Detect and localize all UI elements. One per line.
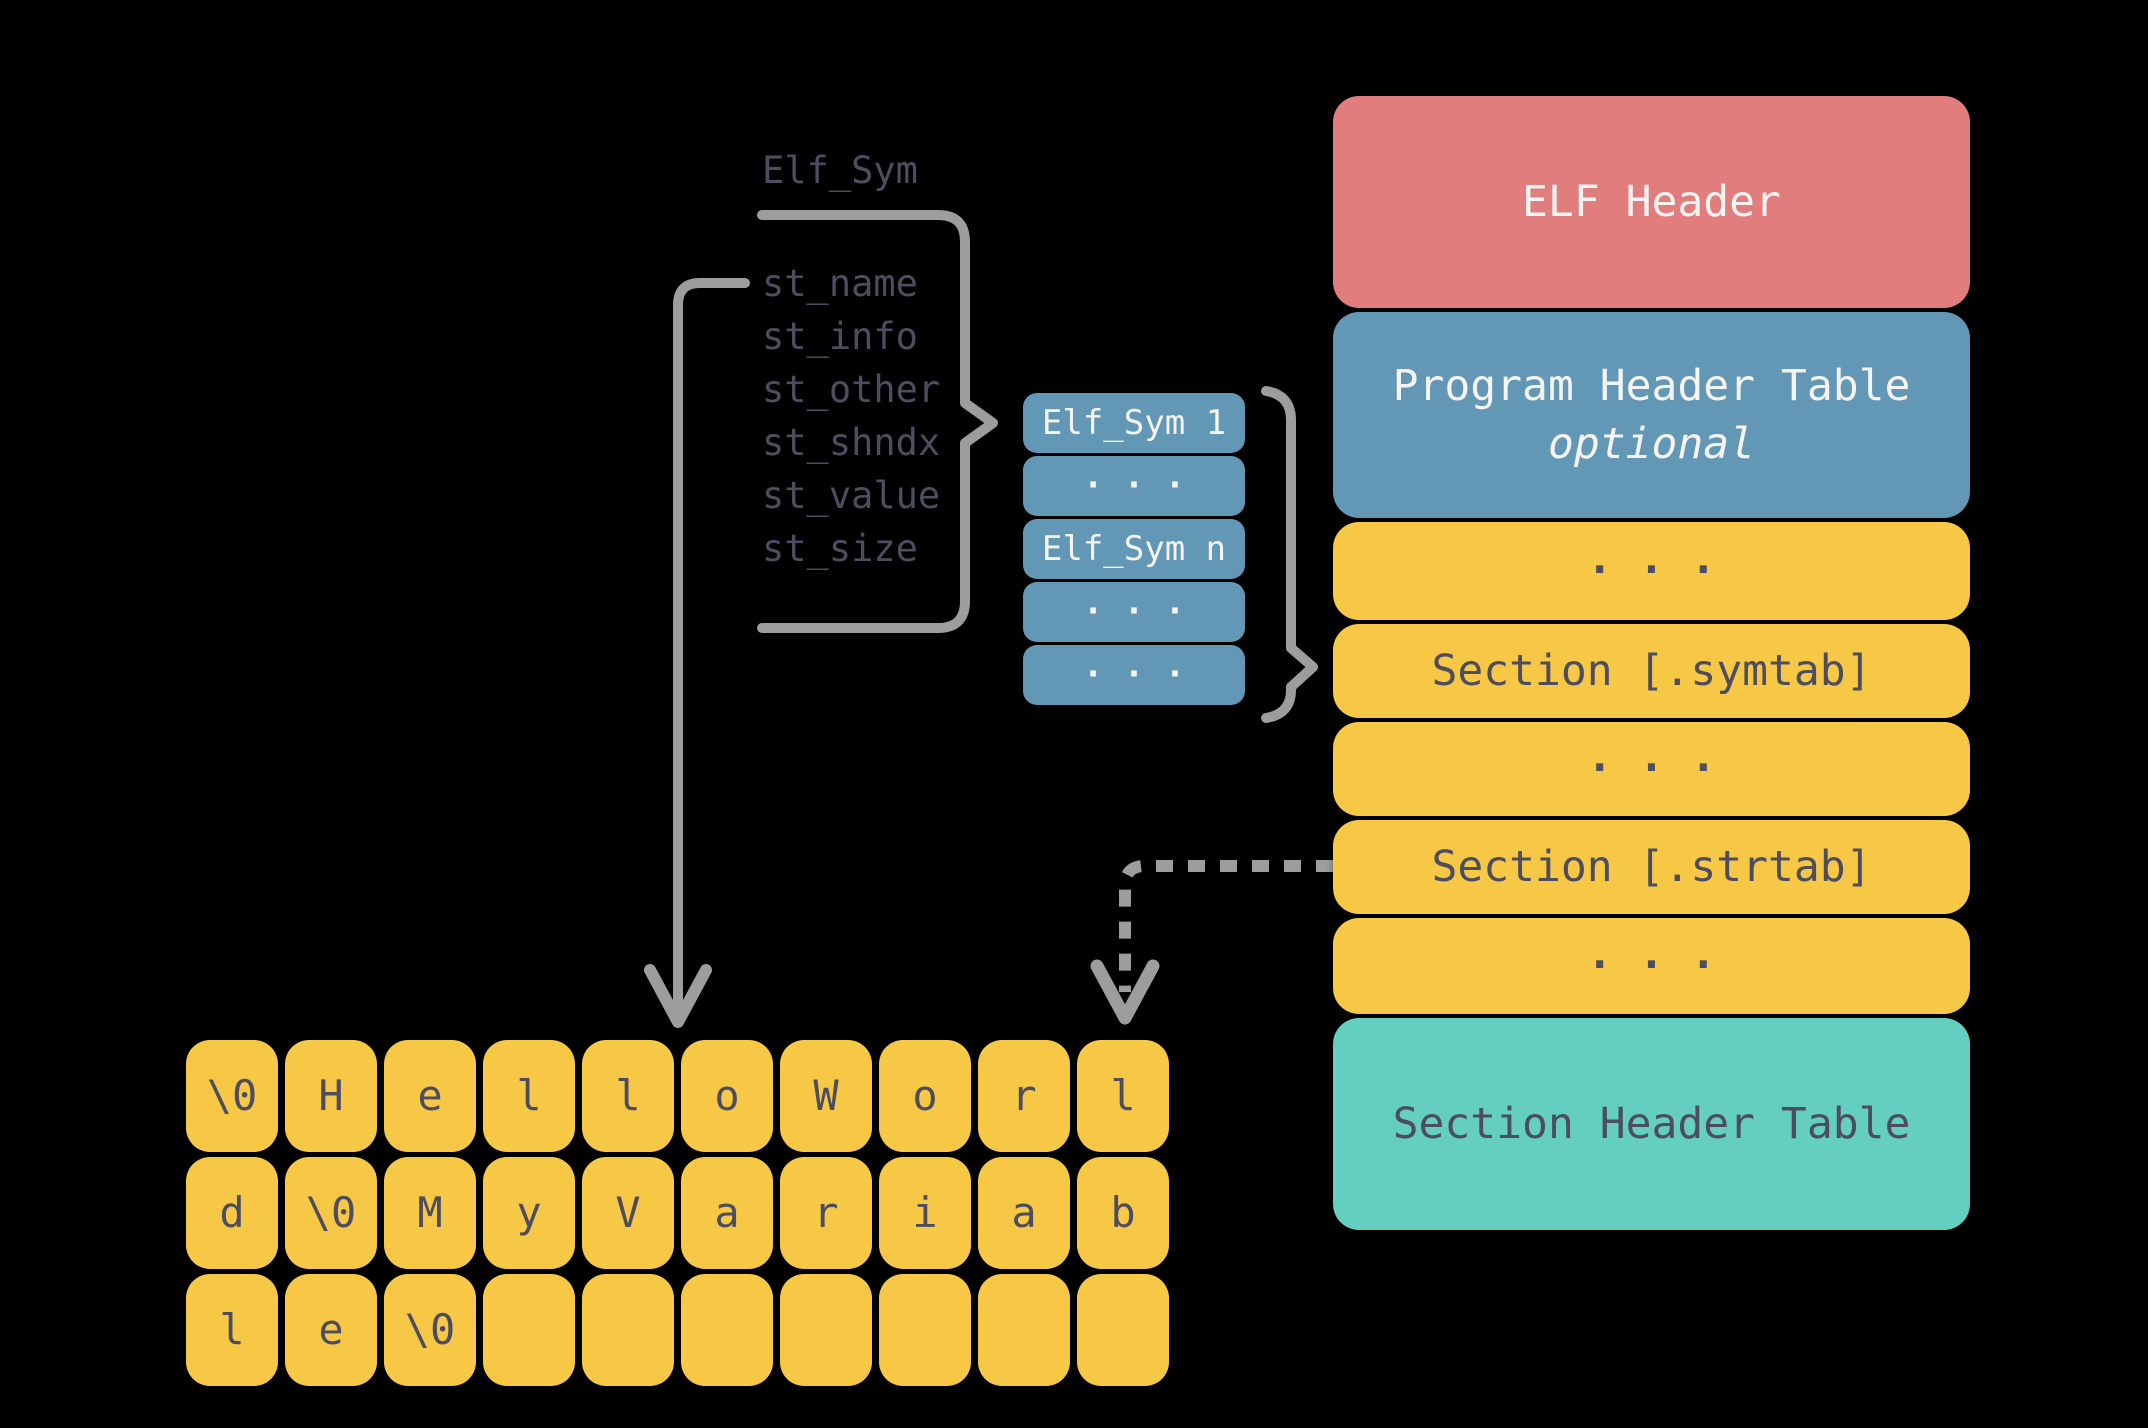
symtab-entry-first: Elf_Sym 1 xyxy=(1023,393,1245,453)
string-table-cell: b xyxy=(1077,1157,1169,1269)
section-symtab-box: Section [.symtab] xyxy=(1333,624,1970,718)
box-label: Section [.strtab] xyxy=(1431,841,1872,892)
section-header-table-box: Section Header Table xyxy=(1333,1018,1970,1230)
string-table-cell xyxy=(582,1274,674,1386)
string-table-cell: W xyxy=(780,1040,872,1152)
field-st-size: st_size xyxy=(762,527,918,570)
strtab-to-string-table-dotted-arrow xyxy=(1090,860,1333,1025)
st-name-to-string-table-arrow xyxy=(644,278,750,1028)
string-table-cell: \0 xyxy=(186,1040,278,1152)
string-table-cell: V xyxy=(582,1157,674,1269)
elf-sym-field-list: st_name st_info st_other st_shndx st_val… xyxy=(762,257,940,575)
box-label: Section [.symtab] xyxy=(1431,645,1872,696)
arrowhead-down-icon xyxy=(1090,959,1160,1025)
symtab-entry-ellipsis: . . . xyxy=(1023,645,1245,705)
box-label: ELF Header xyxy=(1522,176,1781,227)
string-table-cell xyxy=(780,1274,872,1386)
box-sublabel-optional: optional xyxy=(1547,419,1756,469)
symtab-entry-label: Elf_Sym 1 xyxy=(1041,403,1227,443)
string-table-cell: \0 xyxy=(285,1157,377,1269)
string-table: \0 H e l l o W o r l d \0 M y V a r i a … xyxy=(186,1040,1169,1386)
string-table-cell xyxy=(978,1274,1070,1386)
sections-ellipsis-box: . . . xyxy=(1333,722,1970,816)
ellipsis-dots: . . . xyxy=(1586,533,1717,584)
string-table-cell: \0 xyxy=(384,1274,476,1386)
arrowhead-down-icon xyxy=(644,964,712,1028)
string-table-cell xyxy=(1077,1274,1169,1386)
elf-sym-struct-title: Elf_Sym xyxy=(762,149,918,192)
field-st-other: st_other xyxy=(762,368,941,411)
ellipsis-dots: . . . xyxy=(1082,456,1186,497)
ellipsis-dots: . . . xyxy=(1586,731,1717,782)
symtab-entry-ellipsis: . . . xyxy=(1023,456,1245,516)
elf-header-box: ELF Header xyxy=(1333,96,1970,308)
string-table-cell: a xyxy=(681,1157,773,1269)
sections-ellipsis-box: . . . xyxy=(1333,918,1970,1014)
section-strtab-box: Section [.strtab] xyxy=(1333,820,1970,914)
box-label: Program Header Table xyxy=(1392,360,1911,411)
symtab-entry-label: Elf_Sym n xyxy=(1041,529,1227,569)
field-st-value: st_value xyxy=(762,474,941,517)
field-st-shndx: st_shndx xyxy=(762,421,941,464)
string-table-cell: e xyxy=(285,1274,377,1386)
string-table-cell: r xyxy=(978,1040,1070,1152)
string-table-cell: a xyxy=(978,1157,1070,1269)
sections-ellipsis-box: . . . xyxy=(1333,522,1970,620)
program-header-table-box: Program Header Table optional xyxy=(1333,312,1970,518)
string-table-cell: H xyxy=(285,1040,377,1152)
string-table-cell: l xyxy=(1077,1040,1169,1152)
field-st-info: st_info xyxy=(762,315,918,358)
ellipsis-dots: . . . xyxy=(1082,582,1186,623)
string-table-cell: M xyxy=(384,1157,476,1269)
string-table-cell: e xyxy=(384,1040,476,1152)
string-table-cell xyxy=(681,1274,773,1386)
symtab-brace xyxy=(1261,386,1318,723)
string-table-cell: d xyxy=(186,1157,278,1269)
string-table-cell: i xyxy=(879,1157,971,1269)
ellipsis-dots: . . . xyxy=(1586,928,1717,979)
string-table-cell: r xyxy=(780,1157,872,1269)
string-table-cell xyxy=(879,1274,971,1386)
string-table-cell: l xyxy=(483,1040,575,1152)
symtab-entry-nth: Elf_Sym n xyxy=(1023,519,1245,579)
string-table-cell: o xyxy=(681,1040,773,1152)
string-table-cell: o xyxy=(879,1040,971,1152)
string-table-cell xyxy=(483,1274,575,1386)
string-table-cell: l xyxy=(186,1274,278,1386)
symtab-entry-ellipsis: . . . xyxy=(1023,582,1245,642)
string-table-cell: l xyxy=(582,1040,674,1152)
symtab-entries-stack: Elf_Sym 1 . . . Elf_Sym n . . . . . . xyxy=(1023,393,1245,705)
string-table-cell: y xyxy=(483,1157,575,1269)
box-label: Section Header Table xyxy=(1392,1098,1911,1149)
ellipsis-dots: . . . xyxy=(1082,645,1186,686)
field-st-name: st_name xyxy=(762,262,918,305)
elf-file-layout: ELF Header Program Header Table optional… xyxy=(1333,96,1970,1230)
